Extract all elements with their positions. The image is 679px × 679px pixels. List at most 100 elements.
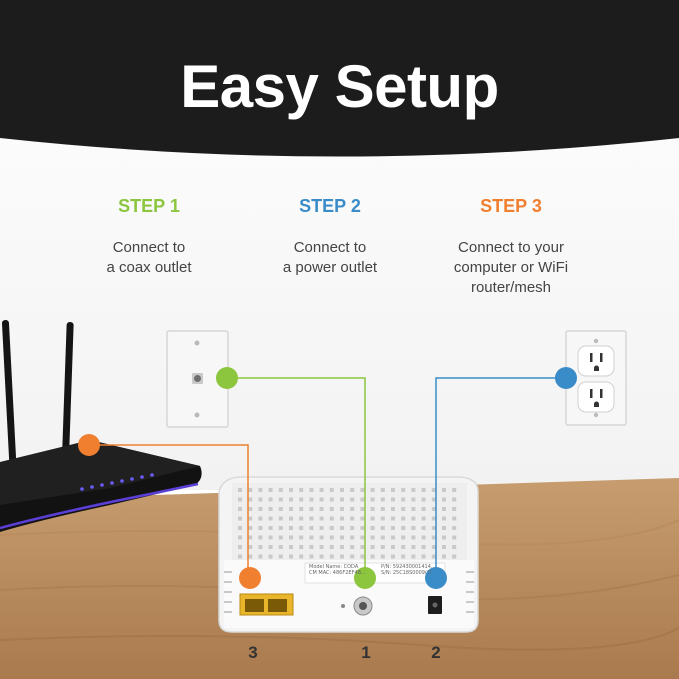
device-sticker: Model Name: CODA CM MAC: 486F2EF4B... P/…: [309, 564, 443, 576]
modem-vent: [370, 554, 375, 559]
modem-vent: [391, 488, 395, 492]
modem-vent: [452, 516, 457, 521]
modem-vent: [421, 507, 426, 511]
coax-port-dot: [354, 567, 376, 589]
modem-vent: [309, 507, 314, 511]
sticker-sn: S/N: 25C18S0009(?): [381, 570, 432, 576]
modem-vent: [442, 554, 446, 559]
modem-vent: [329, 535, 334, 540]
modem-vent: [268, 507, 273, 511]
modem-vent: [289, 545, 293, 549]
modem-vent: [258, 497, 263, 502]
modem-vent: [431, 554, 436, 559]
modem-vent: [319, 526, 324, 530]
modem-vent: [289, 516, 293, 521]
modem-vent: [268, 526, 273, 530]
modem-vent: [391, 526, 395, 530]
modem-vent: [258, 516, 263, 521]
modem-vent: [299, 526, 304, 530]
modem-vent: [258, 554, 263, 559]
modem-vent: [370, 526, 375, 530]
modem-vent: [442, 488, 446, 492]
modem-vent: [442, 526, 446, 530]
modem-vent: [421, 516, 426, 521]
modem-vent: [248, 516, 253, 521]
modem-vent: [350, 535, 355, 540]
modem-vent: [238, 526, 242, 530]
step2-line: [435, 377, 566, 578]
modem-vent: [391, 545, 395, 549]
modem-vent: [442, 545, 446, 549]
modem-vent: [421, 526, 426, 530]
modem-vent: [401, 497, 406, 502]
wifi-router: [0, 320, 202, 532]
modem-vent: [340, 535, 344, 540]
modem-vent: [401, 526, 406, 530]
modem-vent: [248, 526, 253, 530]
modem-vent: [411, 554, 416, 559]
modem-vent: [380, 507, 385, 511]
modem-vent: [380, 488, 385, 492]
modem-vent: [309, 497, 314, 502]
modem-vent: [340, 516, 344, 521]
modem-vent: [431, 545, 436, 549]
modem-vent: [340, 507, 344, 511]
modem-vent: [299, 535, 304, 540]
modem-vent: [442, 497, 446, 502]
modem-vent: [411, 507, 416, 511]
modem-vent: [248, 497, 253, 502]
modem-vent: [289, 526, 293, 530]
modem-vent: [401, 535, 406, 540]
modem-vent: [421, 554, 426, 559]
port-number-power: 2: [431, 643, 441, 662]
modem-vent: [329, 497, 334, 502]
modem-vent: [278, 497, 283, 502]
ethernet-port-dot: [239, 567, 261, 589]
modem-vent: [278, 535, 283, 540]
modem-vent: [340, 497, 344, 502]
modem-vent: [350, 526, 355, 530]
modem-vent: [289, 497, 293, 502]
modem-vent: [350, 554, 355, 559]
modem-vent: [299, 554, 304, 559]
modem-vent: [411, 545, 416, 549]
modem-vent: [319, 554, 324, 559]
modem-vent: [442, 535, 446, 540]
modem-vent: [411, 535, 416, 540]
modem-vent: [248, 488, 253, 492]
modem-vent: [278, 488, 283, 492]
modem-vent: [289, 488, 293, 492]
modem-vent: [268, 535, 273, 540]
modem-vent: [360, 488, 365, 492]
modem-vent: [238, 516, 242, 521]
modem-vent: [370, 535, 375, 540]
modem-vent: [452, 526, 457, 530]
modem-vent: [401, 507, 406, 511]
modem-vent: [401, 488, 406, 492]
modem-vent: [452, 554, 457, 559]
modem-vent: [411, 526, 416, 530]
modem-vent: [268, 497, 273, 502]
modem-vent: [360, 554, 365, 559]
modem-vent: [289, 507, 293, 511]
modem-vent: [238, 507, 242, 511]
modem-vent: [289, 535, 293, 540]
modem-vent: [268, 545, 273, 549]
modem-vent: [360, 526, 365, 530]
modem-vent: [278, 554, 283, 559]
modem-vent: [278, 516, 283, 521]
modem-vent: [360, 545, 365, 549]
modem-vent: [370, 488, 375, 492]
modem-vent: [421, 497, 426, 502]
modem-vent: [431, 526, 436, 530]
modem-vent: [340, 545, 344, 549]
modem-vent: [278, 526, 283, 530]
modem-vent: [452, 535, 457, 540]
modem-vent: [238, 488, 242, 492]
modem-vent: [309, 535, 314, 540]
modem-vent: [258, 535, 263, 540]
modem-vent: [391, 507, 395, 511]
modem-vent: [431, 507, 436, 511]
